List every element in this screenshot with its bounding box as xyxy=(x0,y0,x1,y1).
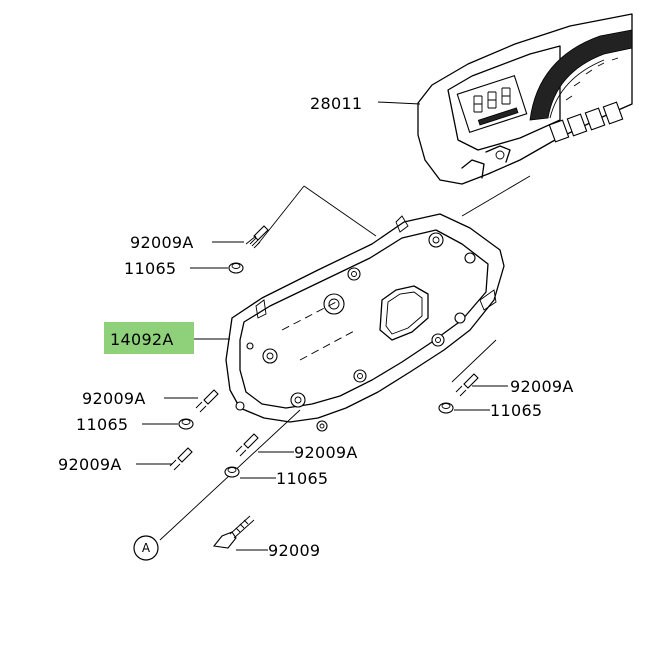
label-92009a-right: 92009A xyxy=(510,377,574,396)
label-11065-mid-left: 11065 xyxy=(76,415,128,434)
bolt-right xyxy=(455,373,479,397)
bolt-lower-left xyxy=(169,447,193,471)
bolt-bottom xyxy=(212,515,255,549)
label-14092a: 14092A xyxy=(110,330,174,349)
bolt-center xyxy=(235,433,259,457)
meter-case-lower xyxy=(225,213,505,432)
reference-marker-a: A xyxy=(133,535,159,561)
leader-lines xyxy=(136,101,508,551)
label-11065-upper-left: 11065 xyxy=(124,259,176,278)
lcd-display xyxy=(456,75,528,133)
part-labels: 28011 92009A 11065 14092A 92009A 11065 9… xyxy=(58,94,574,560)
meter-assembly xyxy=(417,13,633,185)
highlight-box-14092a xyxy=(104,322,194,354)
label-92009-bottom: 92009 xyxy=(268,541,320,560)
grommet-mid-left xyxy=(178,418,194,430)
grommet-center xyxy=(224,466,240,478)
label-92009a-center: 92009A xyxy=(294,443,358,462)
bolt-upper-left xyxy=(245,225,269,249)
bolt-mid-left xyxy=(195,389,219,413)
label-92009a-upper-left: 92009A xyxy=(130,233,194,252)
reference-marker-a-label: A xyxy=(142,541,151,555)
grommet-right xyxy=(438,402,454,414)
label-28011: 28011 xyxy=(310,94,362,113)
indicator-windows xyxy=(548,101,624,143)
grommet-upper-left xyxy=(228,262,244,274)
label-11065-center: 11065 xyxy=(276,469,328,488)
label-92009a-lower-left: 92009A xyxy=(58,455,122,474)
label-11065-right: 11065 xyxy=(490,401,542,420)
label-92009a-mid-left: 92009A xyxy=(82,389,146,408)
tachometer-dial xyxy=(529,29,633,121)
